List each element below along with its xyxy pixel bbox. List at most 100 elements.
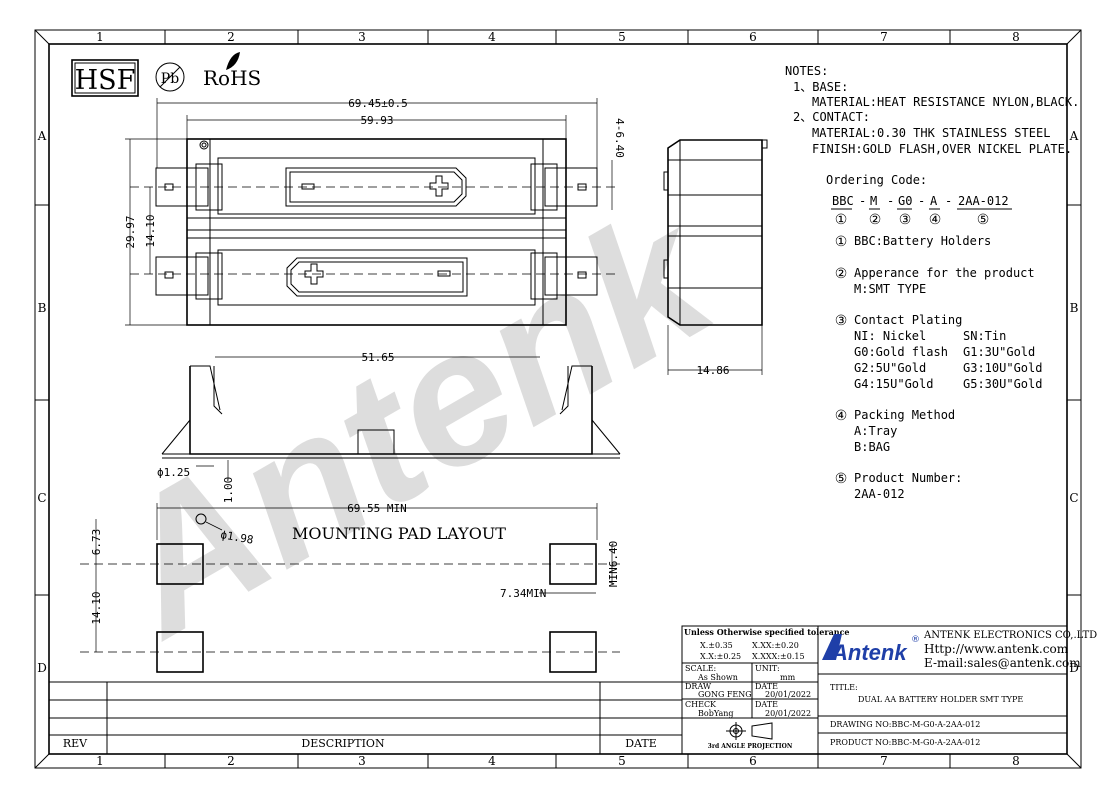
svg-text:B:BAG: B:BAG (854, 440, 890, 454)
col-label: 8 (1012, 30, 1020, 44)
code-marker: ① (835, 212, 848, 228)
company-logo: Antenk ® (822, 634, 920, 665)
svg-text:DATE: DATE (755, 682, 778, 691)
notes: NOTES: 1、BASE: MATERIAL:HEAT RESISTANCE … (785, 64, 1079, 156)
col-label: 6 (749, 754, 757, 768)
svg-text:X.XX:±0.20: X.XX:±0.20 (752, 641, 799, 650)
svg-text:UNIT:: UNIT: (755, 664, 780, 673)
svg-text:BobYang: BobYang (698, 709, 734, 718)
row-labels: A B C D A B C D (37, 129, 1079, 675)
svg-text:SN:Tin: SN:Tin (963, 329, 1006, 343)
dim-side-len: 51.65 (361, 351, 394, 364)
title-label: TITLE: (830, 683, 858, 692)
svg-text:SCALE:: SCALE: (685, 664, 716, 673)
dim-pin-dia: ϕ1.25 (157, 466, 190, 479)
row-label: A (1069, 129, 1079, 143)
side-view: 14.86 (663, 139, 768, 377)
svg-text:2AA-012: 2AA-012 (854, 487, 905, 501)
code-marker: ⑤ (977, 212, 990, 228)
svg-text:X.XXX:±0.15: X.XXX:±0.15 (752, 652, 805, 661)
front-view: 51.65 ϕ1.25 1.00 (157, 351, 621, 503)
row-label: C (1069, 491, 1078, 505)
col-label: 5 (618, 30, 626, 44)
drawing-title: DUAL AA BATTERY HOLDER SMT TYPE (858, 695, 1023, 704)
description-header: DESCRIPTION (301, 737, 385, 750)
svg-text:20/01/2022: 20/01/2022 (765, 709, 811, 718)
code-marker: ② (869, 212, 882, 228)
svg-text:®: ® (911, 635, 920, 645)
hsf-logo: HSF (71, 59, 139, 97)
svg-text:Pb: Pb (161, 71, 179, 87)
code-part: A (930, 194, 938, 208)
frame-chamfers (34, 29, 1082, 769)
col-label: 4 (488, 30, 496, 44)
row-label: C (37, 491, 46, 505)
row-label: B (38, 301, 47, 315)
col-label: 3 (358, 30, 366, 44)
ordering-code: Ordering Code: BBC - M - G0 - A - 2AA-01… (826, 173, 1012, 228)
code-part: - (887, 194, 894, 208)
code-part: 2AA-012 (958, 194, 1009, 208)
dim-pad-pitch: 14.10 (90, 591, 103, 624)
zone-dividers (35, 30, 1081, 768)
col-label: 2 (227, 754, 235, 768)
svg-text:X.±0.35: X.±0.35 (700, 641, 733, 650)
date-header: DATE (625, 737, 657, 750)
mounting-pad-layout: 69.55 MIN ϕ1.98 MOUNTING PAD LAYOUT 6.73… (80, 502, 620, 673)
code-part: BBC (832, 194, 854, 208)
svg-text:G1:3U"Gold: G1:3U"Gold (963, 345, 1035, 359)
row-label: D (37, 661, 47, 675)
svg-text:BBC:Battery Holders: BBC:Battery Holders (854, 234, 991, 248)
svg-text:Packing Method: Packing Method (854, 408, 955, 422)
col-label: 7 (880, 30, 888, 44)
note-line: FINISH:GOLD FLASH,OVER NICKEL PLATE. (812, 142, 1072, 156)
watermark: Antenk (76, 166, 750, 678)
dim-overall-length: 69.45±0.5 (348, 97, 408, 110)
col-label: 4 (488, 754, 496, 768)
col-label: 5 (618, 754, 626, 768)
note-line: MATERIAL:HEAT RESISTANCE NYLON,BLACK. (812, 95, 1079, 109)
col-label: 2 (227, 30, 235, 44)
row-label: B (1070, 301, 1079, 315)
dim-pad-len: 7.34MIN (500, 587, 546, 600)
product-number: PRODUCT NO:BBC-M-G0-A-2AA-012 (830, 738, 980, 747)
svg-text:M:SMT TYPE: M:SMT TYPE (854, 282, 926, 296)
svg-text:G2:5U"Gold: G2:5U"Gold (854, 361, 926, 375)
col-label: 7 (880, 754, 888, 768)
svg-text:X.X:±0.25: X.X:±0.25 (700, 652, 741, 661)
svg-text:NI: Nickel: NI: Nickel (854, 329, 926, 343)
code-part: - (859, 194, 866, 208)
svg-text:20/01/2022: 20/01/2022 (765, 690, 811, 699)
svg-text:③: ③ (835, 313, 848, 329)
pb-free-logo: Pb (155, 62, 185, 92)
dim-side-depth: 14.86 (696, 364, 729, 377)
svg-text:G3:10U"Gold: G3:10U"Gold (963, 361, 1042, 375)
col-label: 1 (96, 754, 104, 768)
dim-overall-width: 29.97 (124, 215, 137, 248)
code-part: M (870, 194, 877, 208)
rev-header: REV (63, 737, 88, 750)
note-line: 1、BASE: (793, 80, 848, 94)
svg-text:G0:Gold flash: G0:Gold flash (854, 345, 948, 359)
code-marker: ④ (929, 212, 942, 228)
svg-text:Apperance for the product: Apperance for the product (854, 266, 1035, 280)
note-line: MATERIAL:0.30 THK STAINLESS STEEL (812, 126, 1050, 140)
col-label: 3 (358, 754, 366, 768)
svg-text:RoHS: RoHS (203, 66, 261, 90)
svg-text:④: ④ (835, 408, 848, 424)
svg-text:DATE: DATE (755, 700, 778, 709)
dim-pad-offset: 6.73 (90, 529, 103, 556)
svg-text:DRAW: DRAW (685, 682, 712, 691)
svg-text:②: ② (835, 266, 848, 282)
projection-symbol: 3rd ANGLE PROJECTION (708, 722, 793, 750)
ordering-title: Ordering Code: (826, 173, 927, 187)
svg-text:A:Tray: A:Tray (854, 424, 897, 438)
dim-pad-span: 69.55 MIN (347, 502, 407, 515)
code-marker: ③ (899, 212, 912, 228)
dim-hole: ϕ1.98 (219, 528, 254, 547)
outer-border (34, 29, 1082, 769)
dim-inner-length: 59.93 (360, 114, 393, 127)
note-line: 2、CONTACT: (793, 110, 870, 124)
top-view (130, 138, 620, 326)
